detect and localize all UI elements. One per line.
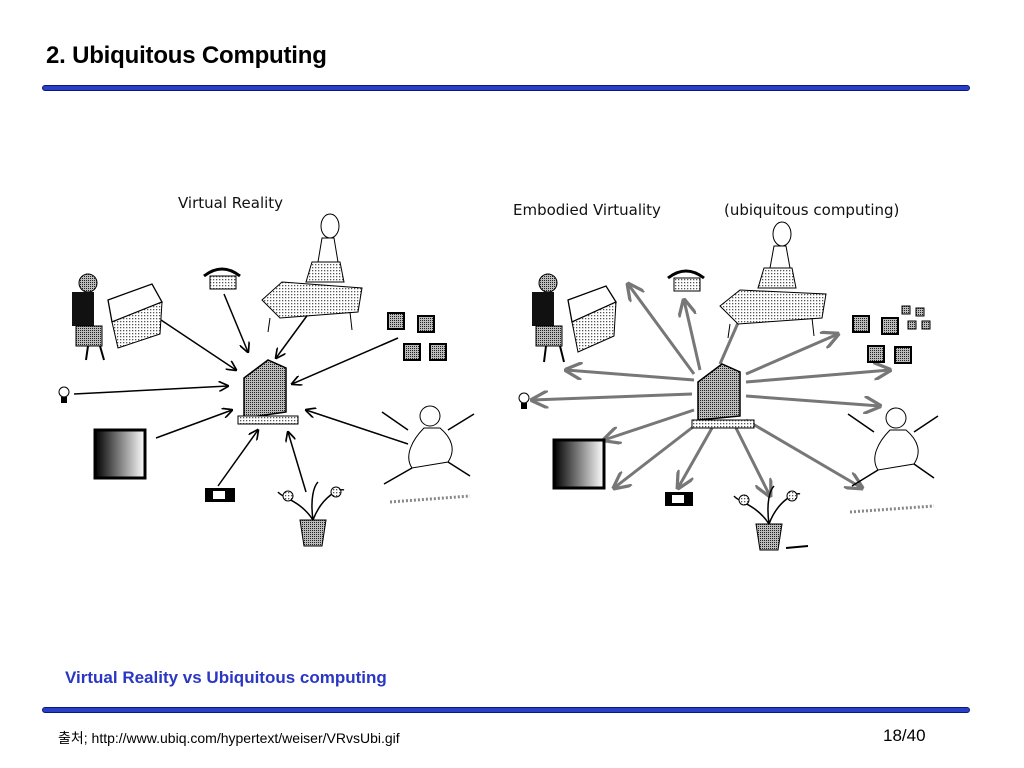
page-number: 18/40 — [883, 726, 926, 745]
screen-tiles-icon — [387, 312, 447, 361]
slide-title: 2. Ubiquitous Computing — [46, 42, 327, 69]
ev-dancing-person-icon — [847, 407, 939, 514]
source-citation: 출처; http://www.ubiq.com/hypertext/weiser… — [58, 730, 400, 746]
plant-icon — [277, 481, 345, 547]
light-bulb-icon — [58, 386, 70, 403]
camera-icon — [205, 488, 235, 502]
dancing-person-icon — [381, 405, 475, 504]
ev-title: Embodied Virtuality — [513, 201, 661, 219]
ev-light-bulb-icon — [518, 392, 530, 409]
drafting-person-icon — [72, 273, 163, 361]
ev-telephone-icon — [667, 269, 705, 292]
ev-camera-icon — [665, 492, 693, 506]
gradient-display-icon — [93, 428, 147, 480]
vr-title: Virtual Reality — [178, 194, 283, 212]
embodied-virtuality-panel: Embodied Virtuality (ubiquitous computin… — [513, 201, 939, 551]
ubicomp-arrows — [532, 284, 890, 496]
ev-gradient-display-icon — [552, 438, 606, 490]
header-divider — [42, 85, 970, 91]
desk-person-icon — [261, 213, 363, 333]
ev-desk-person-icon — [719, 221, 827, 339]
ev-subtitle: (ubiquitous computing) — [724, 201, 899, 219]
ev-screen-tiles-icon — [852, 305, 931, 364]
figure-caption: Virtual Reality vs Ubiquitous computing — [65, 668, 387, 687]
ev-computer-icon — [691, 363, 755, 429]
footer-divider — [42, 707, 970, 713]
telephone-icon — [203, 267, 241, 290]
vr-arrows — [73, 293, 409, 493]
virtual-reality-panel: Virtual Reality — [58, 194, 475, 547]
ev-plant-icon — [733, 485, 809, 551]
vr-computer-icon — [237, 359, 299, 425]
ev-drafting-person-icon — [532, 273, 617, 363]
